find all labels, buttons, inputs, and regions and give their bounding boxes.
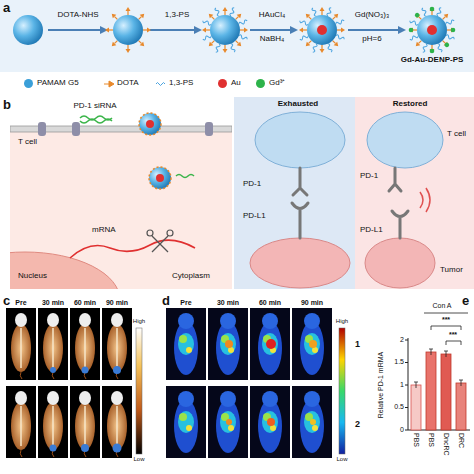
colorbar-label: High <box>336 318 348 325</box>
tick-label: 1 <box>400 381 404 389</box>
row-number: 1 <box>355 340 360 350</box>
schematic-label: Restored <box>393 100 428 109</box>
reagent-label: pH=6 <box>362 35 381 44</box>
panel-letter: b <box>3 98 11 112</box>
schematic-label: mRNA <box>92 226 116 235</box>
axis-title: Relative PD-1 mRMA <box>377 352 385 419</box>
schematic-label: T cell <box>447 130 466 139</box>
time-label: Pre <box>15 299 26 307</box>
tick-label: 0 <box>400 426 404 434</box>
product-label: Gd-Au-DENP-PS <box>401 56 464 65</box>
colorbar-label: Low <box>336 456 347 463</box>
group-label: Con A <box>432 302 451 310</box>
tick-label: 1.5 <box>394 358 404 366</box>
time-label: 90 min <box>106 299 128 307</box>
schematic-label: PD-1 <box>360 172 378 181</box>
legend-sample <box>104 79 115 89</box>
legend-text: 1,3-PS <box>169 79 193 88</box>
reagent-label: NaBH₄ <box>260 35 285 44</box>
panel-letter: e <box>462 294 469 308</box>
time-label: 60 min <box>74 299 96 307</box>
schematic-label: PD-L1 <box>243 212 266 221</box>
category-label: DncRC <box>442 433 450 456</box>
row-number: 2 <box>355 420 360 430</box>
panel-letter: a <box>3 1 10 15</box>
category-label: PBS <box>412 433 420 447</box>
schematic-label: Tumor <box>440 266 463 275</box>
category-label: DRC <box>457 433 465 448</box>
schematic-label: PD-1 siRNA <box>73 102 116 111</box>
schematic-label: T cell <box>18 138 37 147</box>
schematic-label: Cytoplasm <box>172 272 210 281</box>
schematic-label: Exhausted <box>278 100 318 109</box>
significance-mark: *** <box>442 316 450 324</box>
significance-mark: *** <box>449 331 457 339</box>
time-label: 90 min <box>301 299 323 307</box>
legend-swatch <box>256 79 265 88</box>
colorbar-label: Low <box>133 456 144 463</box>
legend-swatch <box>218 79 227 88</box>
schematic-label: Nucleus <box>18 272 47 281</box>
time-label: Pre <box>180 299 191 307</box>
time-label: 60 min <box>259 299 281 307</box>
legend-swatch <box>24 79 33 88</box>
category-label: PBS <box>427 433 435 447</box>
legend-text: DOTA <box>117 79 139 88</box>
colorbar-label: High <box>133 318 145 325</box>
legend-text: Au <box>231 79 241 88</box>
reagent-label: Gd(NO₃)₃ <box>355 11 390 20</box>
panel-letter: d <box>162 294 170 308</box>
reagent-label: HAuCl₄ <box>259 11 285 20</box>
legend-text: Gd³⁺ <box>269 79 285 88</box>
legend-sample <box>156 79 167 89</box>
panel-letter: c <box>3 294 10 308</box>
reagent-label: DOTA-NHS <box>57 11 98 20</box>
schematic-label: PD-L1 <box>360 226 383 235</box>
time-label: 30 min <box>217 299 239 307</box>
legend-text: PAMAM G5 <box>37 79 79 88</box>
reagent-label: 1,3-PS <box>165 11 189 20</box>
time-label: 30 min <box>42 299 64 307</box>
schematic-label: PD-1 <box>243 180 261 189</box>
tick-label: 2 <box>400 336 404 344</box>
tick-label: 0.5 <box>394 403 404 411</box>
